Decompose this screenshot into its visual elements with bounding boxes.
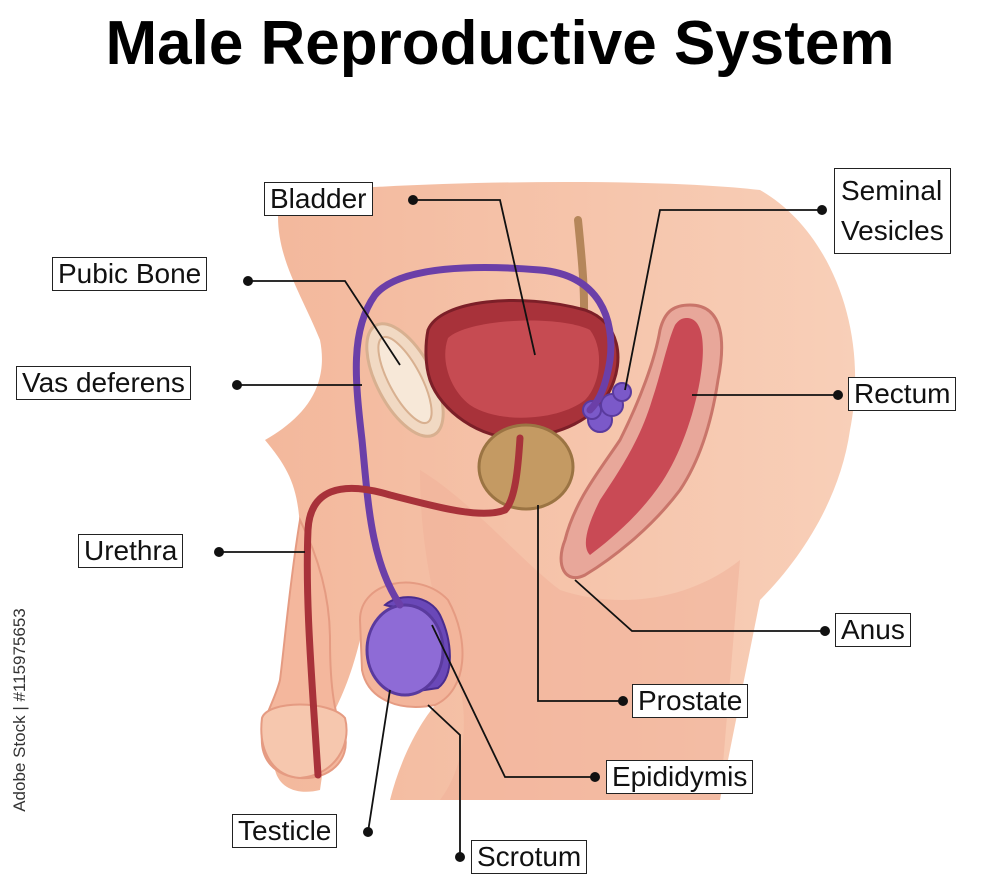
rectum-inner xyxy=(585,318,703,555)
label-testicle: Testicle xyxy=(232,814,338,848)
vas-deferens-tube xyxy=(352,264,615,609)
testicle-shape xyxy=(365,603,445,697)
label-bladder: Bladder xyxy=(264,182,373,216)
prostate-shape xyxy=(477,423,575,511)
urethra-tube xyxy=(303,434,524,779)
glans-shape xyxy=(260,703,348,780)
label-seminal-vesicles: Seminal Vesicles xyxy=(834,168,951,254)
stock-watermark: Adobe Stock | #115975653 xyxy=(10,608,29,812)
label-epididymis: Epididymis xyxy=(606,760,754,794)
label-anus: Anus xyxy=(835,613,911,647)
label-prostate: Prostate xyxy=(632,684,749,718)
label-vas-deferens: Vas deferens xyxy=(16,366,191,400)
label-scrotum: Scrotum xyxy=(471,840,588,874)
leader-dots xyxy=(214,195,843,862)
page-title: Male Reproductive System xyxy=(105,9,895,78)
bladder-inner xyxy=(445,320,600,418)
label-seminal-vesicles-line2: Vesicles xyxy=(841,215,944,246)
label-pubic-bone: Pubic Bone xyxy=(52,257,208,291)
label-rectum: Rectum xyxy=(848,377,957,411)
leader-lines xyxy=(219,199,838,857)
label-seminal-vesicles-line1: Seminal xyxy=(841,175,943,206)
label-urethra: Urethra xyxy=(78,534,184,568)
